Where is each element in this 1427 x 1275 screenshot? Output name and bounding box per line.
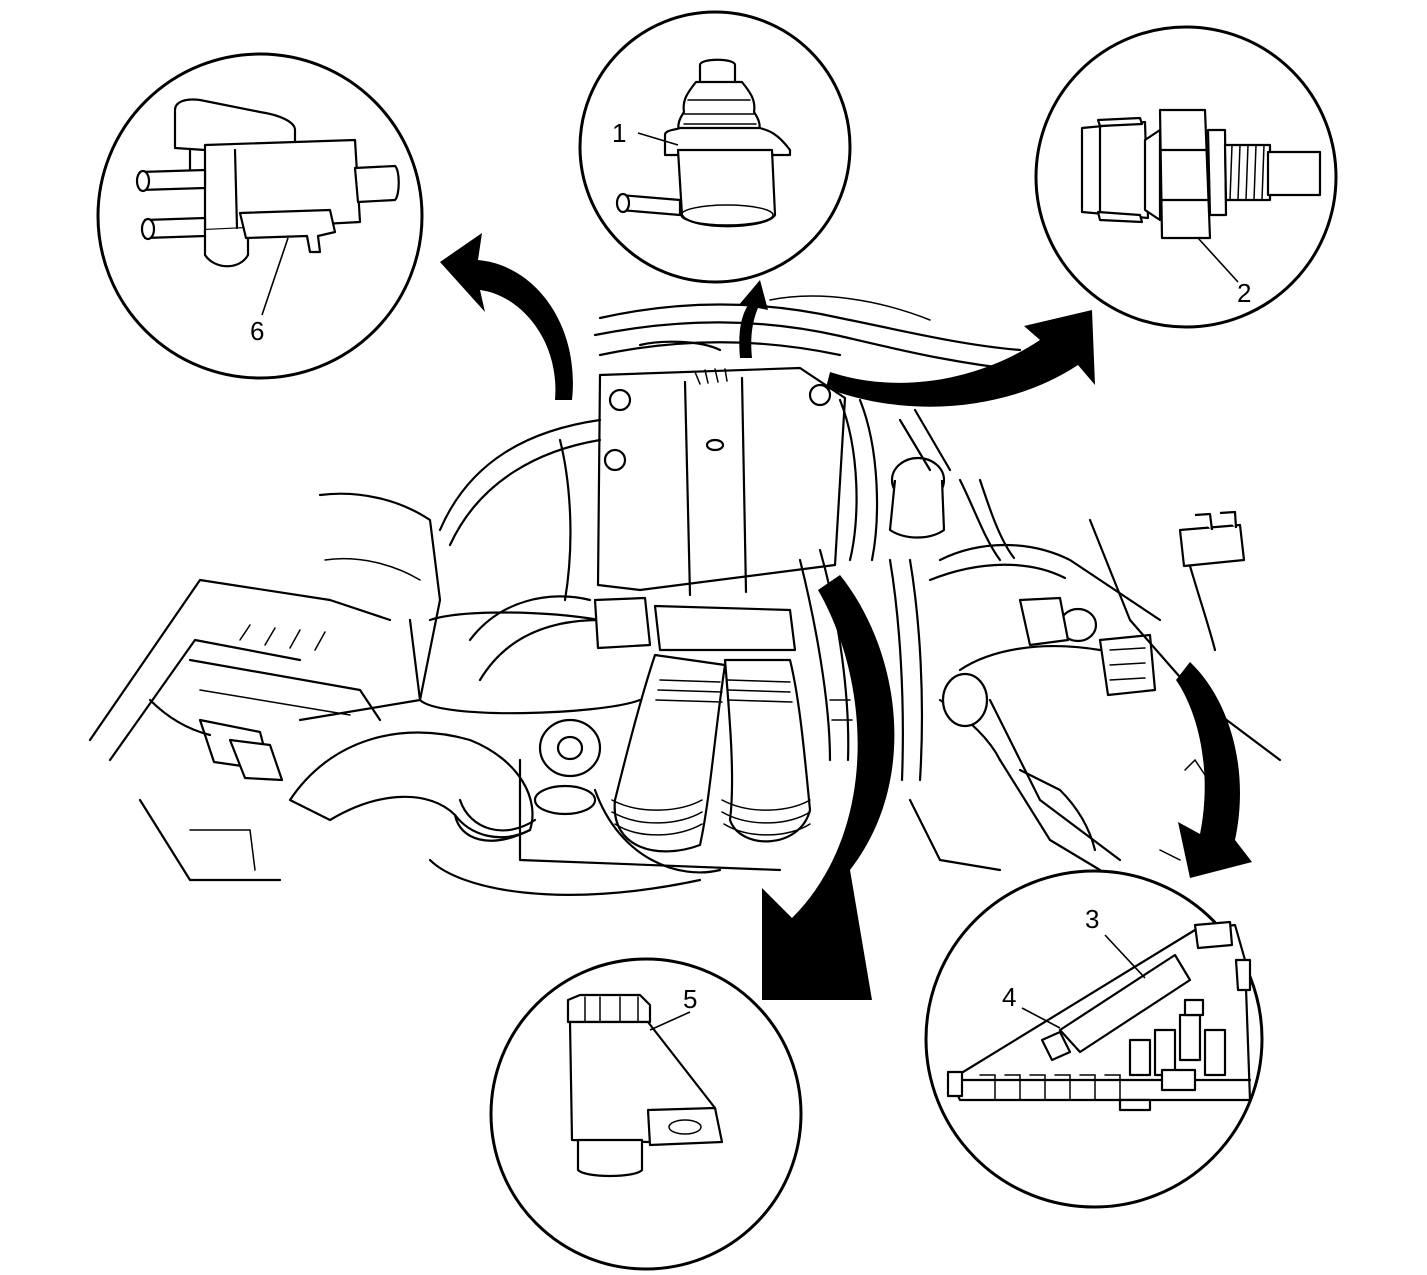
callout-5-label: 5 xyxy=(683,984,697,1014)
callout-2-label: 2 xyxy=(1237,278,1251,308)
callout-1-label: 1 xyxy=(612,118,626,148)
arrow-to-component-2 xyxy=(826,310,1095,407)
detail-circle-5: 5 xyxy=(489,957,803,1271)
arrow-to-component-3-4 xyxy=(1176,662,1252,878)
component-3-4-drawing xyxy=(946,920,1252,1112)
component-2-drawing xyxy=(1080,108,1322,240)
callout-3-label: 3 xyxy=(1085,904,1099,934)
component-6-drawing xyxy=(135,98,400,268)
pointer-arrows xyxy=(440,233,1252,1000)
detail-circle-6: 6 xyxy=(96,52,424,380)
callout-4-label: 4 xyxy=(1002,982,1016,1012)
arrow-to-component-1 xyxy=(738,280,768,358)
detail-circle-3-4: 3 4 xyxy=(924,869,1264,1209)
detail-circle-2: 2 xyxy=(1034,25,1338,329)
callout-6-label: 6 xyxy=(250,316,264,346)
arrow-to-component-6 xyxy=(440,233,573,400)
component-5-drawing xyxy=(566,993,724,1178)
component-1-drawing xyxy=(615,58,792,228)
engine-bay-illustration xyxy=(88,295,1282,896)
arrow-to-component-5 xyxy=(762,575,895,1000)
detail-circle-1: 1 xyxy=(578,10,852,284)
